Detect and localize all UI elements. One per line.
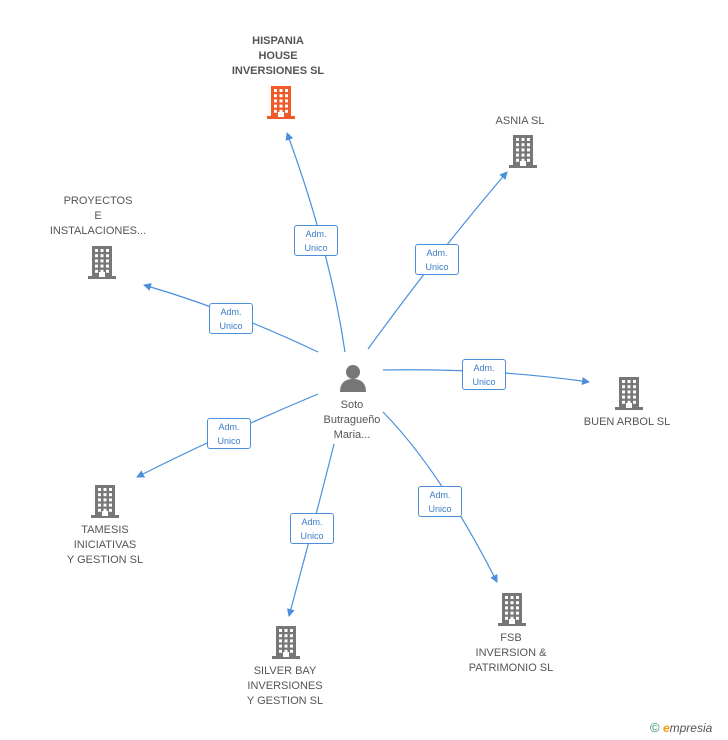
building-icon[interactable] [496, 592, 528, 631]
company-label-hispania[interactable]: HISPANIA HOUSE INVERSIONES SL [231, 35, 325, 77]
company-label-tamesis[interactable]: TAMESIS INICIATIVAS Y GESTION SL [66, 524, 144, 566]
role-badge-silver-bay[interactable]: Adm. Unico [290, 513, 334, 544]
empresia-logo[interactable]: © empresia [650, 720, 713, 735]
role-badge-hispania[interactable]: Adm. Unico [294, 225, 338, 256]
role-badge-tamesis[interactable]: Adm. Unico [207, 418, 251, 449]
role-badge-buen-arbol[interactable]: Adm. Unico [462, 359, 506, 390]
building-icon[interactable] [270, 625, 302, 664]
company-label-proyectos[interactable]: PROYECTOS E INSTALACIONES... [49, 195, 147, 237]
company-label-silver-bay[interactable]: SILVER BAY INVERSIONES Y GESTION SL [246, 665, 324, 707]
person-icon[interactable] [338, 364, 368, 397]
company-label-asnia[interactable]: ASNIA SL [495, 115, 545, 127]
edge-fsb [382, 411, 498, 583]
role-badge-asnia[interactable]: Adm. Unico [415, 244, 459, 275]
role-badge-fsb[interactable]: Adm. Unico [418, 486, 462, 517]
building-icon[interactable] [86, 245, 118, 284]
building-icon[interactable] [613, 376, 645, 415]
company-label-fsb[interactable]: FSB INVERSION & PATRIMONIO SL [468, 632, 554, 674]
building-icon[interactable] [507, 134, 539, 173]
person-name-label[interactable]: Soto Butragueño Maria... [323, 399, 381, 441]
building-icon[interactable] [89, 484, 121, 523]
company-label-buen-arbol[interactable]: BUEN ARBOL SL [583, 416, 671, 428]
role-badge-proyectos[interactable]: Adm. Unico [209, 303, 253, 334]
building-icon[interactable] [265, 85, 297, 124]
